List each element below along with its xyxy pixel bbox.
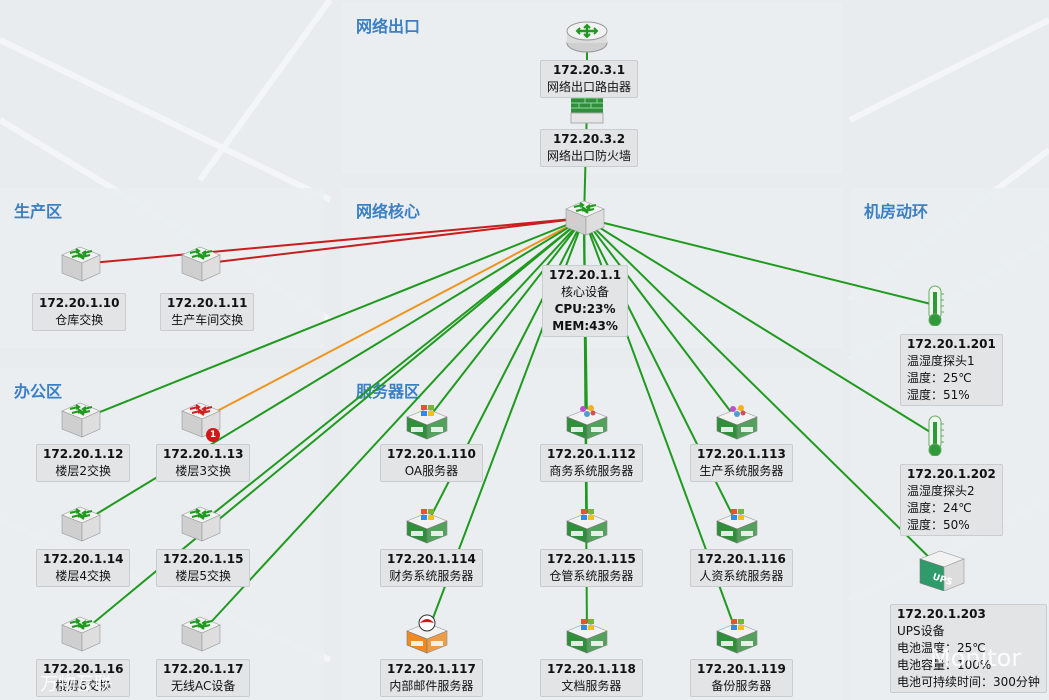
sw14-switch-icon[interactable] <box>56 503 104 545</box>
link-core-sw11[interactable] <box>199 217 585 265</box>
alarm-badge[interactable]: 1 <box>206 428 220 442</box>
link-core-th2[interactable] <box>583 217 936 436</box>
sw15-switch-icon[interactable] <box>176 503 224 545</box>
s117-server-linux-icon[interactable] <box>403 613 451 655</box>
label-router[interactable]: 172.20.3.1 网络出口路由器 <box>540 60 639 98</box>
s110-server-win-icon[interactable] <box>403 399 451 441</box>
watermark-right: Monitor <box>930 644 1022 672</box>
zone-office: 办公区 <box>0 368 324 700</box>
link-core-ups[interactable] <box>583 217 943 571</box>
sw11-switch-icon[interactable] <box>176 243 224 285</box>
link-core-sw10[interactable] <box>79 217 585 265</box>
link-core-sw17[interactable] <box>199 217 585 635</box>
label-th2[interactable]: 172.20.1.202 温湿度探头2 温度：24℃ 湿度：50% <box>900 464 1003 536</box>
link-core-s113[interactable] <box>583 217 738 421</box>
label-core[interactable]: 172.20.1.1 核心设备 CPU:23% MEM:43% <box>542 265 629 337</box>
zone-title-production: 生产区 <box>14 202 63 221</box>
ups-ups-icon[interactable]: UPS <box>918 549 966 592</box>
sw10-switch-icon[interactable] <box>56 243 104 285</box>
zone-title-env: 机房动环 <box>864 202 929 221</box>
s116-server-win-icon[interactable] <box>713 503 761 545</box>
watermark-left: 万物互联 <box>40 674 112 695</box>
zone-title-office: 办公区 <box>14 382 63 401</box>
s114-server-win-icon[interactable] <box>403 503 451 545</box>
link-core-sw13[interactable] <box>199 217 585 421</box>
s119-server-win-icon[interactable] <box>713 613 761 655</box>
sw16-switch-icon[interactable] <box>56 613 104 655</box>
s112-server-app-icon[interactable] <box>563 399 611 441</box>
label-ups[interactable]: 172.20.1.203 UPS设备 电池温度：25℃ 电池容量：100% 电池… <box>890 604 1047 693</box>
sw12-switch-icon[interactable] <box>56 399 104 441</box>
s115-server-win-icon[interactable] <box>563 503 611 545</box>
link-core-sw15[interactable] <box>199 217 585 525</box>
sw17-switch-icon[interactable] <box>176 613 224 655</box>
s118-server-win-icon[interactable] <box>563 613 611 655</box>
s113-server-app-icon[interactable] <box>713 399 761 441</box>
th2-thermo-icon[interactable] <box>911 414 959 457</box>
label-firewall[interactable]: 172.20.3.2 网络出口防火墙 <box>540 129 639 167</box>
core-switch-icon[interactable] <box>560 197 608 239</box>
th1-thermo-icon[interactable] <box>911 284 959 327</box>
label-th1[interactable]: 172.20.1.201 温湿度探头1 温度：25℃ 湿度：51% <box>900 334 1003 406</box>
link-core-th1[interactable] <box>583 217 936 306</box>
router-router-icon[interactable] <box>563 15 611 57</box>
zone-title-core: 网络核心 <box>356 202 421 221</box>
link-core-sw12[interactable] <box>79 217 585 421</box>
firewall-firewall-icon[interactable] <box>563 85 611 127</box>
link-core-s110[interactable] <box>426 217 585 421</box>
zone-title-exit: 网络出口 <box>356 17 421 36</box>
